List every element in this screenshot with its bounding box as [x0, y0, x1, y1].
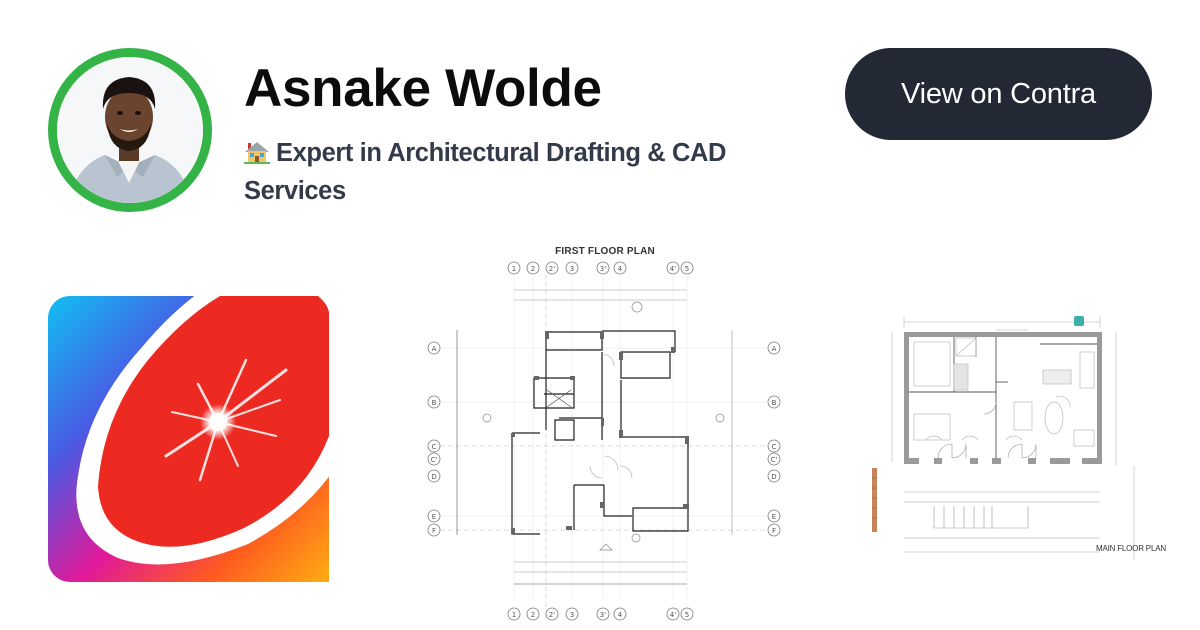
svg-text:E: E — [772, 513, 776, 521]
svg-text:C: C — [432, 443, 437, 451]
profile-name: Asnake Wolde — [244, 59, 602, 118]
svg-text:B: B — [432, 399, 437, 407]
svg-text:C': C' — [771, 456, 778, 464]
svg-text:D: D — [431, 473, 436, 481]
svg-text:4: 4 — [618, 265, 623, 273]
portfolio-item-logo[interactable] — [48, 296, 329, 582]
portfolio-item-first-floor-plan[interactable]: FIRST FLOOR PLAN 1 2 2' 3 3' 4 4' 5 1 2 2' 3 3' 4… — [420, 240, 790, 625]
svg-text:3: 3 — [570, 611, 574, 619]
profile-headline: Expert in Architectural Drafting & CAD S… — [244, 134, 784, 210]
main-floor-plan-drawing — [872, 316, 1135, 560]
avatar — [48, 48, 212, 212]
svg-text:1: 1 — [512, 265, 516, 273]
grapefruit-logo-artwork — [48, 296, 329, 582]
svg-text:A: A — [432, 345, 437, 353]
svg-text:3: 3 — [570, 265, 574, 273]
svg-text:F: F — [432, 527, 436, 535]
headline-text: Expert in Architectural Drafting & CAD S… — [244, 139, 727, 205]
svg-text:5: 5 — [685, 265, 689, 273]
svg-text:C: C — [772, 443, 777, 451]
portfolio-item-main-floor-plan[interactable]: MAIN FLOOR PLAN — [868, 302, 1166, 560]
house-icon — [244, 142, 270, 164]
svg-text:4': 4' — [670, 265, 676, 273]
svg-text:A: A — [772, 345, 777, 353]
svg-text:1: 1 — [512, 611, 516, 619]
floor-plan-title: MAIN FLOOR PLAN — [1096, 544, 1166, 553]
svg-text:3': 3' — [600, 265, 606, 273]
svg-text:B: B — [772, 399, 777, 407]
svg-text:D: D — [771, 473, 776, 481]
svg-text:C': C' — [431, 456, 438, 464]
svg-text:4': 4' — [670, 611, 676, 619]
profile-photo — [57, 57, 203, 203]
svg-text:2: 2 — [531, 611, 535, 619]
svg-text:3': 3' — [600, 611, 606, 619]
svg-text:2': 2' — [549, 611, 555, 619]
svg-text:2: 2 — [531, 265, 535, 273]
svg-text:E: E — [432, 513, 436, 521]
view-on-contra-button[interactable]: View on Contra — [845, 48, 1152, 140]
svg-text:4: 4 — [618, 611, 623, 619]
svg-text:5: 5 — [685, 611, 689, 619]
floor-plan-title: FIRST FLOOR PLAN — [555, 246, 655, 257]
svg-text:2': 2' — [549, 265, 555, 273]
svg-text:F: F — [772, 527, 776, 535]
